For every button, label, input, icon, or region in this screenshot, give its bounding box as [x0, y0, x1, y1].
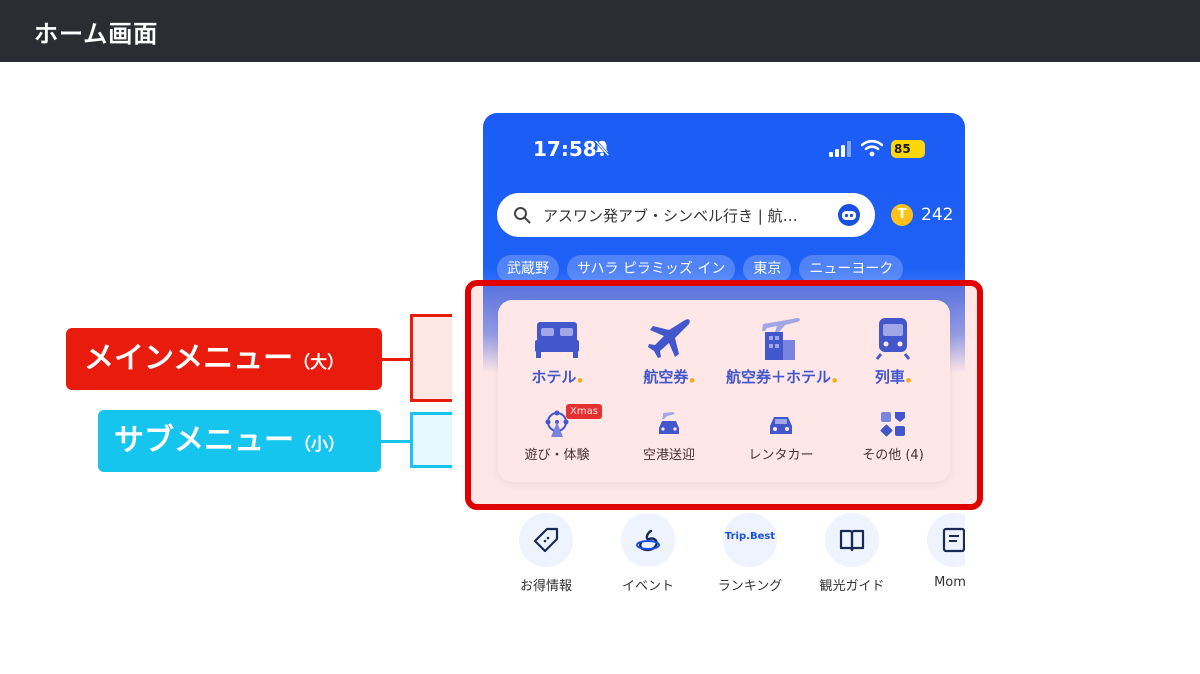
- shortcut-guide[interactable]: 観光ガイド: [807, 513, 897, 594]
- sub-menu-label: サブメニュー（小）: [98, 410, 381, 472]
- submenu-label: 空港送迎: [642, 448, 695, 463]
- book-icon: [839, 529, 865, 552]
- main-menu-bracket: [410, 314, 452, 402]
- submenu-item-airport-transfer[interactable]: 空港送迎: [614, 410, 724, 463]
- grid-icon: [880, 412, 905, 437]
- submenu-item-activities[interactable]: Xmas 遊び・体験: [502, 404, 612, 463]
- airport-car-icon: [659, 412, 679, 434]
- submenu-label: その他 (4): [862, 448, 924, 463]
- phone-screenshot: 17:58 85 アスワン発アブ・シンベル行き | 航… T 242: [483, 113, 965, 603]
- sub-menu-bracket: [410, 412, 452, 468]
- bell-muted-icon: [594, 139, 610, 157]
- chip-item[interactable]: 武蔵野: [497, 255, 559, 283]
- shortcut-label: お得情報: [519, 579, 572, 594]
- status-time: 17:58: [533, 137, 597, 161]
- menu-label: 航空券＋ホテル: [726, 366, 836, 387]
- shortcut-label: ランキング: [717, 579, 783, 594]
- main-menu-connector: [382, 358, 410, 361]
- search-bar[interactable]: アスワン発アブ・シンベル行き | 航…: [497, 193, 875, 237]
- menu-item-flights[interactable]: 航空券: [614, 316, 724, 387]
- battery-indicator: 85: [891, 140, 925, 158]
- chip-item[interactable]: ニューヨーク: [799, 255, 904, 283]
- sub-menu-connector: [381, 440, 410, 443]
- submenu-item-car-rental[interactable]: レンタカー: [726, 410, 836, 463]
- shortcut-label: Mome: [934, 575, 965, 590]
- sub-menu-size: （小）: [294, 435, 345, 455]
- tag-icon: [533, 527, 559, 553]
- ai-assistant-icon[interactable]: [837, 203, 861, 227]
- submenu-label: 遊び・体験: [524, 448, 590, 463]
- shortcut-circle: [927, 513, 965, 567]
- flight-hotel-icon: [762, 318, 800, 360]
- airplane-icon: [648, 319, 690, 358]
- menu-item-train[interactable]: 列車: [838, 316, 948, 387]
- main-menu-size: （大）: [293, 353, 345, 373]
- page-title: ホーム画面: [34, 20, 159, 48]
- main-menu-title: メインメニュー: [84, 341, 294, 376]
- shortcut-deals[interactable]: お得情報: [501, 513, 591, 594]
- trip-best-logo: Trip.Best: [724, 531, 776, 542]
- coin-count[interactable]: 242: [921, 205, 954, 225]
- chip-item[interactable]: サハラ ピラミッズ イン: [567, 255, 736, 283]
- search-input[interactable]: アスワン発アブ・シンベル行き | 航…: [543, 207, 798, 225]
- car-icon: [770, 417, 792, 434]
- chip-item[interactable]: 東京: [743, 255, 792, 283]
- shortcut-circle: Trip.Best: [723, 513, 777, 567]
- xmas-badge: Xmas: [566, 404, 602, 419]
- shortcut-circle: [825, 513, 879, 567]
- shortcut-circle: [621, 513, 675, 567]
- ferris-wheel-icon: [545, 410, 569, 437]
- moments-icon: [942, 527, 965, 553]
- signal-icon: [829, 141, 851, 157]
- shortcut-events[interactable]: イベント: [603, 513, 693, 594]
- shortcut-label: 観光ガイド: [819, 579, 885, 594]
- bed-icon: [535, 322, 579, 358]
- shortcut-ranking[interactable]: Trip.Best ランキング: [705, 513, 795, 594]
- wifi-icon: [861, 139, 883, 157]
- train-icon: [875, 318, 911, 360]
- shortcut-circle: [519, 513, 573, 567]
- event-icon: [636, 529, 660, 552]
- shortcut-moments[interactable]: Mome: [909, 513, 965, 590]
- shortcut-label: イベント: [621, 579, 674, 594]
- search-icon: [514, 207, 531, 224]
- main-menu-label: メインメニュー（大）: [66, 328, 382, 390]
- submenu-item-more[interactable]: その他 (4): [838, 410, 948, 463]
- recent-search-chips: 武蔵野サハラ ピラミッズ イン東京ニューヨーク: [497, 255, 911, 283]
- menu-label: 航空券: [614, 366, 724, 387]
- service-menu-card: ホテル 航空券 航空券＋ホテル: [498, 300, 950, 482]
- menu-label: ホテル: [502, 366, 612, 387]
- menu-label: 列車: [838, 366, 948, 387]
- submenu-label: レンタカー: [748, 448, 814, 463]
- sub-menu-title: サブメニュー: [114, 423, 294, 458]
- header-bar: ホーム画面: [0, 0, 1200, 62]
- menu-item-hotel[interactable]: ホテル: [502, 316, 612, 387]
- coin-icon[interactable]: T: [891, 204, 913, 226]
- battery-level: 85: [894, 142, 911, 156]
- main-menu-highlight: [465, 280, 983, 510]
- menu-item-flight-hotel[interactable]: 航空券＋ホテル: [726, 316, 836, 387]
